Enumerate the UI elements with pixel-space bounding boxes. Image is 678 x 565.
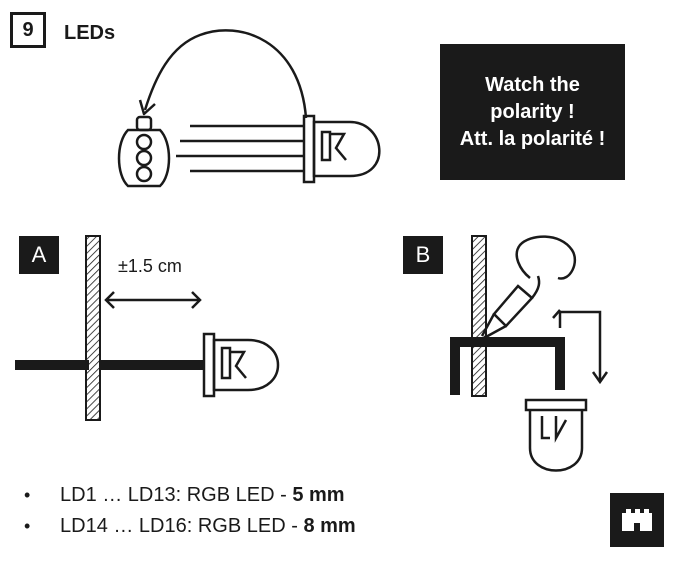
soldering-iron-icon <box>480 235 577 340</box>
figure-b-diagram <box>450 235 609 472</box>
figure-a-label: A <box>19 236 59 274</box>
figure-a-diagram <box>15 235 280 421</box>
warning-line-1: Watch the <box>485 73 580 96</box>
castle-logo-icon <box>610 493 664 547</box>
step-number: 9 <box>10 12 46 48</box>
spec-range: LD14 … LD16: RGB LED - <box>60 515 304 537</box>
figure-b-label: B <box>403 236 443 274</box>
warning-line-3: Att. la polarité ! <box>459 127 606 150</box>
page-title: LEDs <box>64 22 116 44</box>
warning-line-2: polarity ! <box>490 100 575 123</box>
spec-text: LD14 … LD16: RGB LED - 8 mm <box>60 511 356 542</box>
led-icon <box>302 114 381 184</box>
bullet: • <box>24 485 31 505</box>
polarity-warning: Watch the polarity ! Att. la polarité ! <box>440 44 625 180</box>
spec-text: LD1 … LD13: RGB LED - 5 mm <box>60 480 345 511</box>
polarity-diagram <box>117 29 308 188</box>
distance-label: ±1.5 cm <box>118 256 182 276</box>
bullet: • <box>24 516 31 536</box>
spec-size: 5 mm <box>292 484 345 506</box>
spec-size: 8 mm <box>303 515 356 537</box>
spec-range: LD1 … LD13: RGB LED - <box>60 484 293 506</box>
